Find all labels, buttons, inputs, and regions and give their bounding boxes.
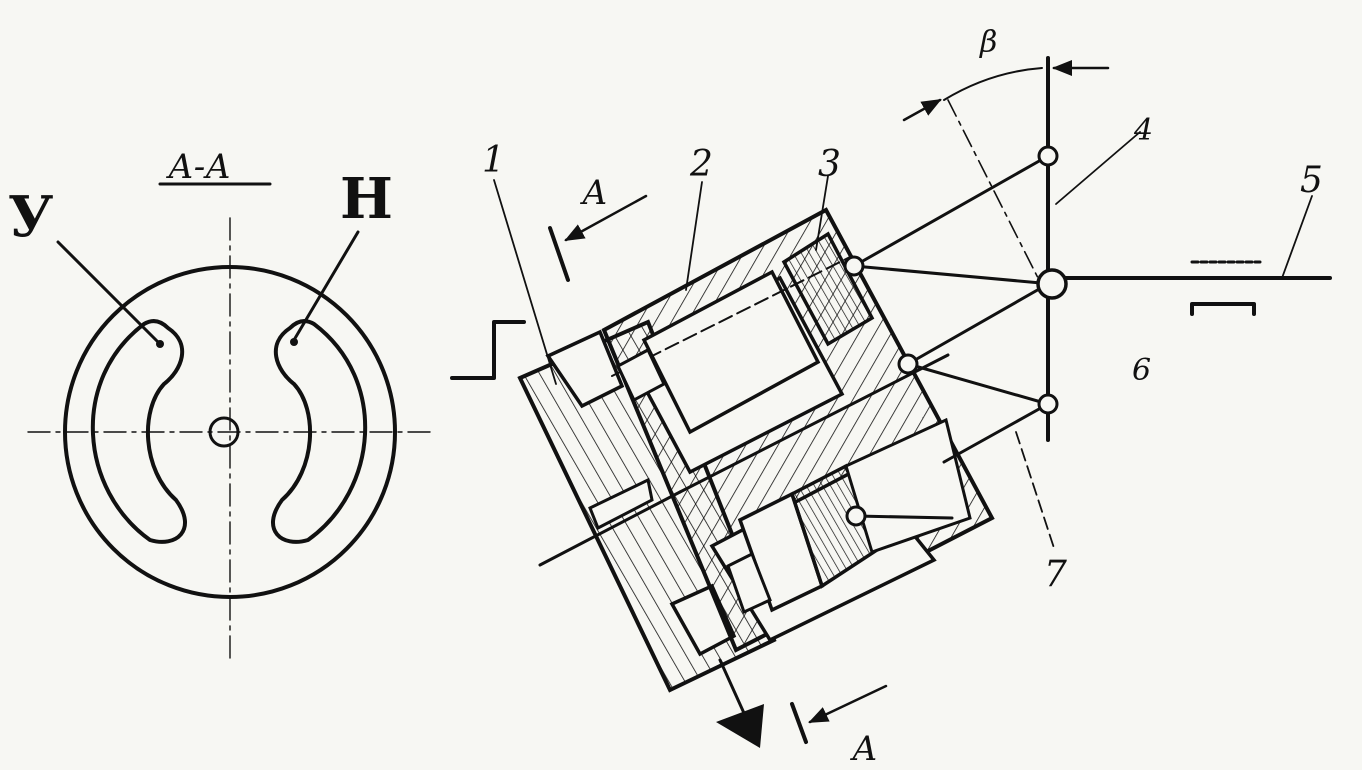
center-hole — [208, 416, 240, 448]
port-right-kidney — [271, 319, 367, 544]
angle-arc — [943, 67, 1043, 101]
port-left-label: У — [8, 184, 53, 250]
port-right-label: Н — [340, 166, 393, 232]
section-view: А-А У Н — [8, 147, 431, 663]
callout-6: 6 — [1132, 353, 1151, 388]
callout-4: 4 — [1133, 113, 1153, 148]
rod-2 — [852, 264, 1054, 286]
distributor-plate — [517, 319, 777, 693]
section-arrow-bottom-label: А — [850, 729, 878, 769]
piston-upper — [611, 231, 875, 435]
leader-1 — [493, 179, 557, 385]
outlet-arrowhead — [716, 704, 764, 748]
distributor-upper-channel — [545, 329, 625, 409]
joint-b — [897, 353, 919, 375]
callout-2: 2 — [689, 144, 713, 185]
section-cut-mark-bottom — [790, 702, 808, 744]
swash-joint-bottom — [1037, 393, 1059, 415]
distributor-shaft-bore — [588, 477, 654, 531]
rod-6 — [942, 402, 1050, 464]
rod-4 — [906, 362, 1050, 406]
port-left-leader-dot — [156, 340, 164, 348]
section-arrow-top-label: А — [580, 173, 608, 213]
leader-7 — [1015, 431, 1055, 549]
port-right-leader — [292, 230, 360, 342]
block-axis-channel — [678, 353, 950, 494]
piston-upper-shoe — [781, 231, 875, 347]
section-bracket-symbol — [450, 320, 526, 380]
piston-upper-neck — [616, 347, 666, 403]
leader-2 — [685, 181, 703, 291]
angle-label: β — [979, 25, 997, 60]
leader-4 — [1055, 131, 1141, 205]
callout-7: 7 — [1044, 554, 1067, 595]
swash-joint-center — [1036, 268, 1068, 300]
swash-joint-top — [1037, 145, 1059, 167]
callout-5: 5 — [1300, 160, 1323, 201]
section-cut-mark-top — [548, 226, 570, 282]
section-title: А-А — [166, 147, 231, 187]
swash-plate — [1036, 56, 1068, 442]
joint-c — [845, 505, 867, 527]
callout-3: 3 — [818, 144, 841, 185]
joint-a — [843, 255, 865, 277]
piston-lower-neck — [726, 551, 772, 615]
rod-3 — [906, 282, 1050, 366]
section-arrow-bottom — [808, 684, 888, 724]
piston-upper-body — [641, 269, 821, 435]
main-view: β А А 1 2 3 4 5 6 7 — [450, 25, 1332, 769]
outlet-line — [718, 658, 750, 724]
port-right-leader-dot — [290, 338, 298, 346]
callout-1: 1 — [482, 140, 505, 181]
connecting-rods — [843, 154, 1054, 527]
angle-arrow-left — [902, 98, 942, 122]
distributor-disc — [63, 265, 397, 599]
leader-5 — [1281, 195, 1313, 279]
section-arrow-top — [564, 194, 648, 242]
rod-5 — [854, 514, 954, 520]
rod-1 — [852, 154, 1050, 268]
leader-3 — [815, 175, 829, 251]
port-left-leader — [56, 240, 162, 346]
control-rod-marker-bottom — [1190, 302, 1256, 316]
tilt-axis-line — [947, 99, 1039, 279]
